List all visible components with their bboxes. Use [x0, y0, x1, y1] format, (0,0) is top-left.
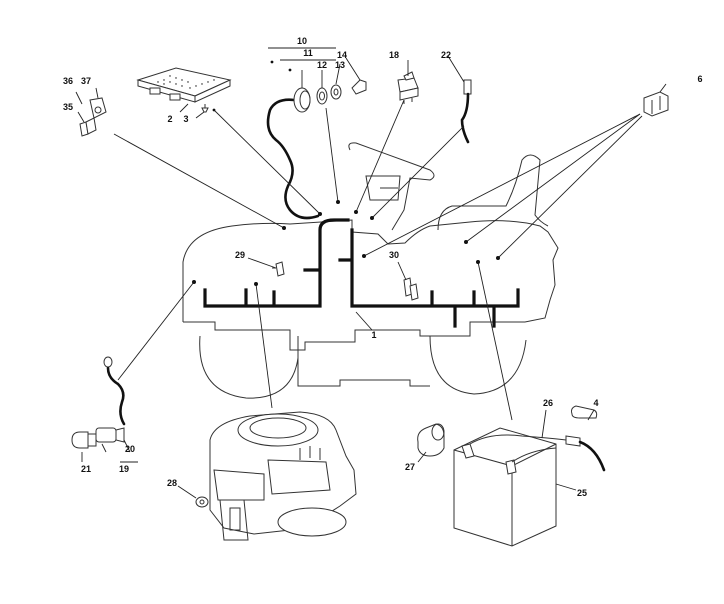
callout-18: 18 [389, 50, 399, 60]
callout-3: 3 [183, 114, 188, 124]
callout-36: 36 [63, 76, 73, 86]
callout-22: 22 [441, 50, 451, 60]
battery-cable [469, 405, 606, 472]
ignition-switch-lead [266, 98, 320, 220]
callout-12: 12 [317, 60, 327, 70]
terminal-cover [417, 423, 445, 457]
grommet-part [195, 496, 209, 508]
callout-2: 2 [167, 114, 172, 124]
battery [453, 427, 557, 547]
junction-dots [192, 60, 500, 286]
wiring-harness [203, 98, 520, 328]
callout-labels: 10 11 12 13 14 18 22 6 36 37 35 2 3 29 3… [63, 36, 703, 498]
ignition-switch [293, 79, 367, 113]
callout-30: 30 [389, 250, 399, 260]
callout-1: 1 [371, 330, 376, 340]
clip-part [272, 261, 285, 277]
callout-27: 27 [405, 462, 415, 472]
callout-6: 6 [697, 74, 702, 84]
callout-21: 21 [81, 464, 91, 474]
control-board [136, 67, 232, 103]
callout-25: 25 [577, 488, 587, 498]
callout-10: 10 [297, 36, 307, 46]
tractor-outline [182, 142, 559, 399]
callout-37: 37 [81, 76, 91, 86]
callout-19: 19 [119, 464, 129, 474]
connector-part [403, 277, 419, 301]
callout-13: 13 [335, 60, 345, 70]
switch-part [397, 71, 419, 104]
seat-switch-part [643, 91, 669, 117]
callout-11: 11 [303, 48, 313, 58]
callout-4: 4 [593, 398, 598, 408]
callout-35: 35 [63, 102, 73, 112]
callout-26: 26 [543, 398, 553, 408]
screw-part [201, 104, 209, 113]
callout-14: 14 [337, 50, 347, 60]
lamp-assembly [71, 356, 126, 449]
sensor-part [460, 79, 472, 144]
callout-28: 28 [167, 478, 177, 488]
callout-29: 29 [235, 250, 245, 260]
relay-part [79, 97, 107, 137]
leader-lines [75, 47, 667, 499]
engine [209, 411, 357, 541]
callout-20: 20 [125, 444, 135, 454]
